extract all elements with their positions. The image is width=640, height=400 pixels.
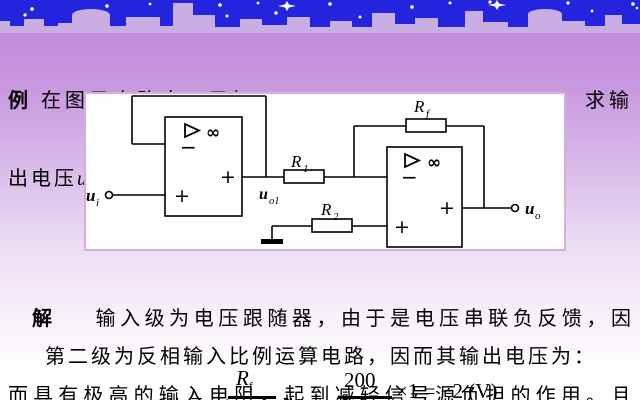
circuit-labels: R 1 R f R 2 u o1 u i u o bbox=[86, 97, 541, 223]
circuit-diagram: ∞ − + + ∞ − + + bbox=[84, 92, 566, 251]
output-voltage-formula: uo = − Rf uo1 = − 200 ×1 = −2 (V) bbox=[0, 366, 640, 400]
solution-line-2: 而具有极高的输入电阻，起到减轻信号源负担的作用。且 bbox=[8, 384, 634, 400]
opamp2-minus: − bbox=[401, 165, 418, 189]
input-terminal bbox=[104, 190, 114, 200]
opamp2-infinity-icon: ∞ bbox=[427, 153, 441, 173]
star-icons bbox=[23, 0, 639, 19]
sparkle-star-icon bbox=[278, 1, 296, 11]
opamp1-plus-input: + bbox=[174, 185, 190, 207]
label-ui: u bbox=[86, 186, 95, 205]
ground-icon bbox=[261, 239, 283, 244]
opamp2-plus-output: + bbox=[439, 197, 455, 219]
fraction-bar bbox=[228, 396, 276, 399]
solution-paragraph-2: 第二级为反相输入比例运算电路，因而其输出电压为： bbox=[45, 346, 597, 368]
svg-text:o: o bbox=[535, 210, 541, 222]
skyline-decoration bbox=[0, 0, 640, 33]
svg-text:1: 1 bbox=[303, 163, 309, 175]
opamp1-plus-output: + bbox=[220, 166, 236, 188]
opamp1-minus: − bbox=[180, 135, 197, 159]
formula-numerator-Rf: Rf bbox=[236, 366, 253, 394]
output-terminal bbox=[510, 203, 520, 213]
solution-line-1: 解输入级为电压跟随器，由于是电压串联负反馈，因 bbox=[32, 308, 635, 330]
solution-tag: 解 bbox=[32, 308, 54, 330]
building-silhouette bbox=[0, 3, 640, 33]
label-Rf: R bbox=[413, 97, 425, 116]
svg-text:f: f bbox=[426, 108, 431, 120]
opamp1-triangle-icon bbox=[184, 122, 202, 139]
label-uo1: u bbox=[259, 186, 268, 203]
opamp1-body bbox=[164, 116, 243, 217]
resistor-R2 bbox=[311, 218, 353, 233]
fraction-bar bbox=[338, 396, 392, 399]
opamp2-triangle-icon bbox=[404, 152, 422, 169]
example-tag: 例 bbox=[8, 90, 29, 112]
label-R1: R bbox=[290, 152, 302, 171]
label-R2: R bbox=[320, 200, 332, 219]
formula-numerator-200: 200 bbox=[344, 368, 376, 392]
resistor-R1 bbox=[283, 169, 325, 184]
wires bbox=[112, 95, 511, 239]
opamp2-body bbox=[386, 146, 463, 248]
svg-text:2: 2 bbox=[333, 211, 339, 223]
sparkle-star-icon bbox=[488, 0, 506, 10]
formula-uo1: uo1 = − bbox=[282, 388, 341, 400]
resistor-Rf bbox=[405, 118, 447, 133]
formula-uo: uo = − bbox=[168, 388, 221, 400]
svg-text:o1: o1 bbox=[269, 196, 280, 207]
label-uo: u bbox=[525, 199, 534, 218]
opamp2-plus-input: + bbox=[394, 216, 410, 238]
svg-text:i: i bbox=[96, 197, 99, 209]
solution-text: 解输入级为电压跟随器，由于是电压串联负反馈，因 而具有极高的输入电阻，起到减轻信… bbox=[8, 256, 634, 400]
opamp1-infinity-icon: ∞ bbox=[206, 123, 220, 143]
formula-result: ×1 = −2 (V) bbox=[396, 379, 498, 400]
